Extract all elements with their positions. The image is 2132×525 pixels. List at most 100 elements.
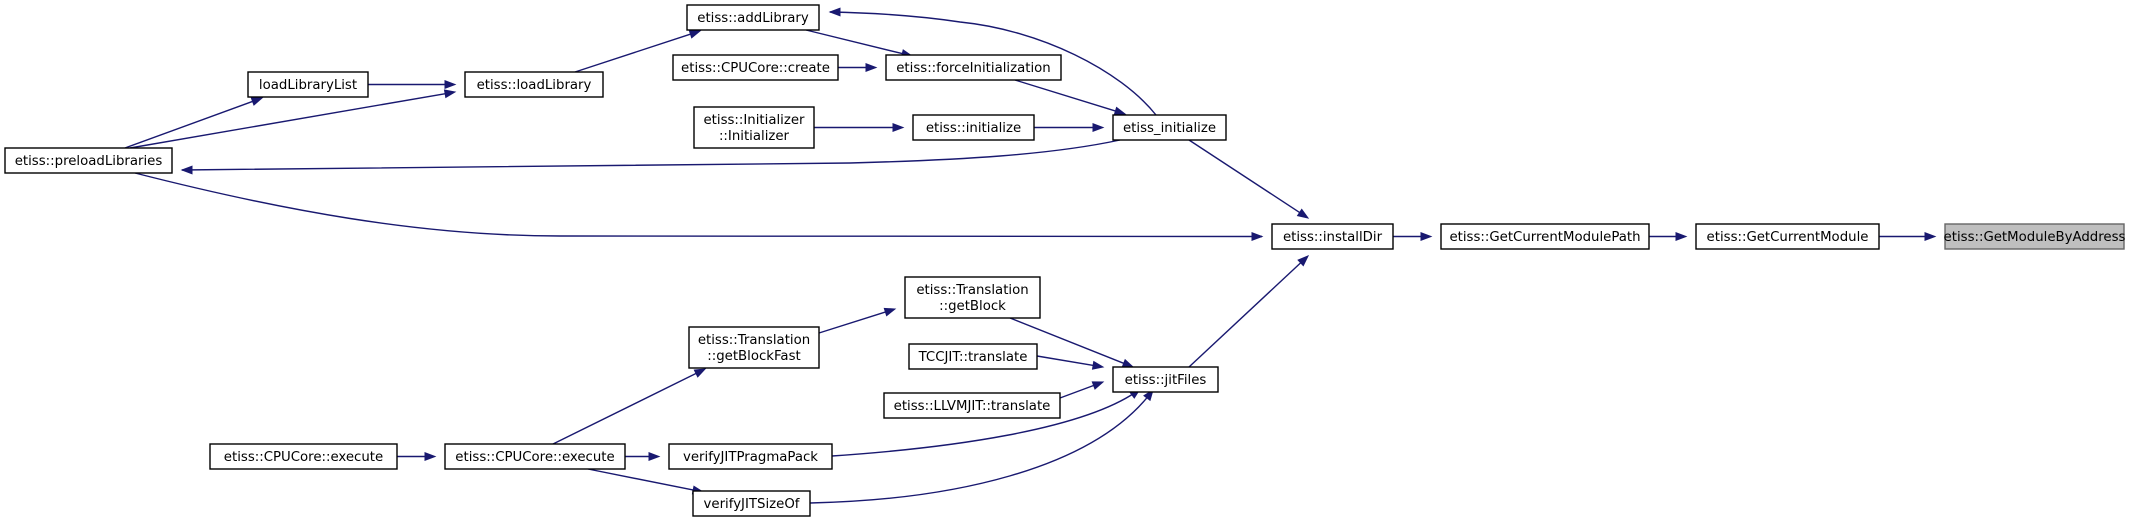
- edge-jitFiles-to-installDir: [1188, 255, 1310, 368]
- arrowhead: [828, 7, 841, 17]
- node-box: [693, 106, 815, 149]
- node-jitFiles[interactable]: etiss::jitFiles: [1112, 366, 1219, 393]
- node-tccTranslate[interactable]: TCCJIT::translate: [908, 343, 1038, 370]
- edge-installDir-to-getCurrentModulePath: [1393, 231, 1433, 242]
- node-loadLibrary[interactable]: etiss::loadLibrary: [464, 71, 604, 98]
- node-getBlock[interactable]: etiss::Translation::getBlock: [904, 276, 1041, 319]
- arrowhead: [1091, 360, 1105, 370]
- node-label: etiss::Translation: [698, 333, 810, 348]
- arrowhead: [443, 89, 457, 99]
- node-getCurrentModulePath[interactable]: etiss::GetCurrentModulePath: [1440, 223, 1650, 250]
- node-label: etiss::installDir: [1283, 230, 1383, 245]
- arrowhead: [444, 79, 457, 90]
- node-label: etiss::GetModuleByAddress: [1944, 230, 2126, 245]
- node-label: etiss::GetCurrentModulePath: [1449, 230, 1640, 245]
- node-label: etiss::forceInitialization: [896, 61, 1050, 76]
- node-label: etiss::LLVMJIT::translate: [894, 399, 1051, 414]
- node-label: etiss::CPUCore::create: [681, 61, 830, 76]
- node-preloadLibraries[interactable]: etiss::preloadLibraries: [4, 147, 173, 174]
- node-llvmTranslate[interactable]: etiss::LLVMJIT::translate: [883, 392, 1061, 419]
- edge-loadLibrary-to-addLibrary: [574, 29, 702, 73]
- arrowhead: [688, 29, 702, 39]
- edge-getCurrentModulePath-to-getCurrentModule: [1649, 231, 1688, 242]
- arrowhead: [892, 122, 905, 133]
- arrowhead: [693, 368, 707, 378]
- edges-layer: [124, 7, 1937, 504]
- edge-etissInitialize-to-installDir: [1188, 139, 1310, 219]
- edge-forceInitialization-to-etissInitialize: [1014, 79, 1127, 116]
- node-getCurrentModule[interactable]: etiss::GetCurrentModule: [1695, 223, 1880, 250]
- edge-llvmTranslate-to-jitFiles: [1059, 381, 1105, 399]
- node-label: etiss::initialize: [926, 121, 1021, 136]
- node-label: etiss::preloadLibraries: [15, 154, 163, 169]
- edge-preloadLibraries-to-loadLibraryList: [124, 97, 264, 149]
- node-cpuCoreExecuteA[interactable]: etiss::CPUCore::execute: [209, 443, 398, 470]
- edge-etissInitialize-to-addLibrary: [828, 7, 1157, 116]
- edge-cpuCoreExecuteB-to-verifyPragmaPack: [625, 451, 661, 462]
- node-getModuleByAddress[interactable]: etiss::GetModuleByAddress: [1944, 223, 2126, 250]
- node-label: ::getBlockFast: [707, 349, 800, 364]
- edge-tccTranslate-to-jitFiles: [1036, 355, 1105, 370]
- node-initializerCtor[interactable]: etiss::Initializer::Initializer: [693, 106, 815, 149]
- node-box: [672, 54, 839, 81]
- arrowhead: [865, 62, 878, 73]
- arrowhead: [1113, 106, 1127, 116]
- node-box: [883, 392, 1061, 419]
- node-box: [209, 443, 398, 470]
- arrowhead: [424, 451, 437, 462]
- arrowhead: [883, 307, 897, 317]
- node-label: ::Initializer: [719, 129, 790, 144]
- node-box: [904, 276, 1041, 319]
- node-box: [1944, 223, 2125, 250]
- arrowhead: [1296, 208, 1310, 219]
- edge-getCurrentModule-to-getModuleByAddress: [1879, 231, 1937, 242]
- node-box: [4, 147, 173, 174]
- node-cpuCoreExecuteB[interactable]: etiss::CPUCore::execute: [444, 443, 626, 470]
- node-box: [692, 490, 811, 517]
- arrowhead: [1092, 122, 1105, 133]
- node-verifyPragmaPack[interactable]: verifyJITPragmaPack: [668, 443, 833, 470]
- node-verifySizeOf[interactable]: verifyJITSizeOf: [692, 490, 811, 517]
- node-box: [464, 71, 604, 98]
- edge-cpuCoreExecuteB-to-getBlockFast: [552, 368, 707, 445]
- edge-initializerCtor-to-initialize: [814, 122, 905, 133]
- node-box: [1271, 223, 1394, 250]
- node-label: etiss_initialize: [1123, 121, 1216, 136]
- node-label: etiss::CPUCore::execute: [224, 450, 383, 465]
- node-label: etiss::GetCurrentModule: [1707, 230, 1869, 245]
- node-label: TCCJIT::translate: [918, 350, 1028, 365]
- arrowhead: [1091, 381, 1105, 390]
- node-box: [1695, 223, 1880, 250]
- node-label: etiss::Initializer: [703, 113, 805, 128]
- node-box: [885, 54, 1062, 81]
- node-label: etiss::addLibrary: [697, 11, 809, 26]
- arrowhead: [1420, 231, 1433, 242]
- node-box: [908, 343, 1038, 370]
- node-forceInitialization[interactable]: etiss::forceInitialization: [885, 54, 1062, 81]
- edge-cpuCoreCreate-to-forceInitialization: [838, 62, 878, 73]
- node-installDir[interactable]: etiss::installDir: [1271, 223, 1394, 250]
- node-box: [668, 443, 833, 470]
- node-getBlockFast[interactable]: etiss::Translation::getBlockFast: [688, 326, 820, 369]
- node-etissInitialize[interactable]: etiss_initialize: [1112, 114, 1227, 141]
- node-loadLibraryList[interactable]: loadLibraryList: [247, 71, 369, 98]
- edge-cpuCoreExecuteB-to-verifySizeOf: [587, 468, 705, 495]
- edge-loadLibraryList-to-loadLibrary: [368, 79, 457, 90]
- edge-etissInitialize-to-preloadLibraries: [180, 139, 1121, 175]
- edge-preloadLibraries-to-loadLibrary: [129, 89, 457, 149]
- node-label: verifyJITSizeOf: [704, 497, 800, 512]
- node-box: [1112, 366, 1219, 393]
- arrowhead: [1297, 255, 1310, 267]
- node-label: loadLibraryList: [259, 78, 357, 93]
- arrowhead: [180, 165, 193, 175]
- node-addLibrary[interactable]: etiss::addLibrary: [686, 4, 820, 31]
- edge-cpuCoreExecuteA-to-cpuCoreExecuteB: [397, 451, 437, 462]
- node-cpuCoreCreate[interactable]: etiss::CPUCore::create: [672, 54, 839, 81]
- node-label: etiss::Translation: [916, 283, 1028, 298]
- node-box: [444, 443, 626, 470]
- edge-preloadLibraries-to-installDir: [134, 172, 1264, 242]
- node-initialize[interactable]: etiss::initialize: [912, 114, 1035, 141]
- node-box: [1440, 223, 1650, 250]
- arrowhead: [250, 97, 264, 106]
